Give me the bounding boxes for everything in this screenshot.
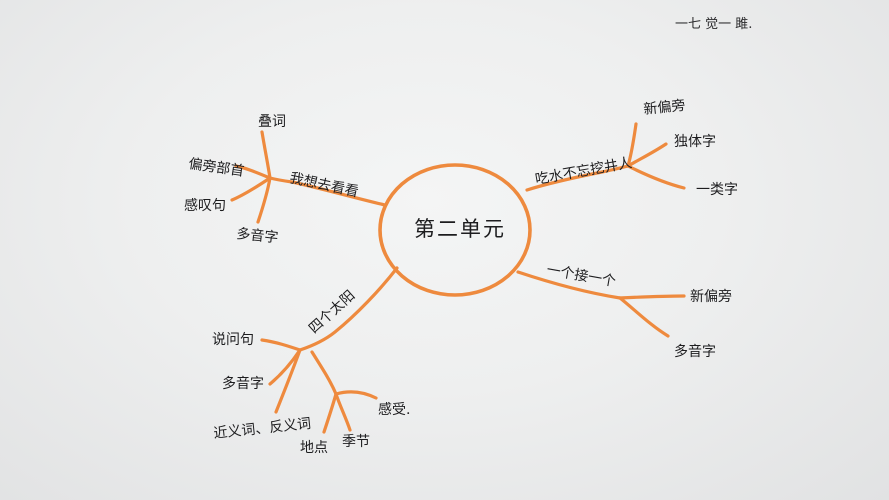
branch-bottom-left-line — [298, 266, 399, 352]
leaf-label-xinpianpang-r: 新偏旁 — [690, 288, 732, 305]
center-node-circle — [378, 163, 532, 297]
branch-right-label: 一个接一个 — [545, 261, 617, 290]
leaf-label-diecí: 叠词 — [258, 114, 286, 130]
leaf-line-yileizi — [626, 164, 686, 190]
leaf-label-ganshou: 感受. — [378, 401, 410, 418]
leaf-label-pianpang: 偏旁部首 — [187, 155, 245, 180]
leaf-line-gantanju — [230, 176, 272, 202]
leaf-line-didian — [322, 392, 338, 434]
leaf-line-duoyinzi-bl — [268, 348, 302, 386]
leaf-line-duoyinzi-tl — [256, 176, 272, 224]
leaf-label-dutizi: 独体字 — [674, 134, 716, 150]
leaf-label-gantanju: 感叹句 — [184, 197, 226, 214]
leaf-line-ganshou — [334, 390, 378, 400]
leaf-label-jinyici: 近义词、反义词 — [213, 416, 312, 442]
leaf-label-xinpianpang-tr: 新偏旁 — [643, 97, 687, 118]
leaf-label-duoyinzi-tl: 多音字 — [236, 225, 280, 246]
leaf-line-shuowenju — [260, 338, 302, 352]
center-node-label: 第二单元 — [414, 217, 506, 241]
leaf-label-didian: 地点 — [300, 440, 328, 456]
leaf-line-jijie — [334, 392, 352, 432]
branch-right-line — [516, 270, 622, 300]
branch-top-left-line — [268, 176, 387, 207]
leaf-line-jinyici — [274, 348, 302, 414]
leaf-label-shuowenju: 说问句 — [212, 332, 254, 348]
leaf-label-yileizi: 一类字 — [696, 182, 738, 198]
leaf-line-duoyinzi-r — [618, 296, 670, 338]
branch-top-left-label: 我想去看看 — [288, 170, 360, 200]
corner-note: 一七 觉一 雎. — [675, 17, 752, 32]
branch-bottom-left-label: 四个太阳 — [306, 288, 358, 337]
leaf-line-pianpang — [234, 164, 272, 180]
leaf-line-xinpianpang-tr — [626, 122, 638, 168]
leaf-label-jijie: 季节 — [342, 434, 370, 450]
branch-top-right-line — [525, 164, 630, 192]
leaf-label-duoyinzi-r: 多音字 — [674, 343, 716, 360]
leaf-label-duoyinzi-bl: 多音字 — [222, 375, 264, 392]
leaf-line-xinpianpang-r — [618, 294, 686, 300]
leaf-line-dutizi — [626, 142, 668, 168]
leaf-line-diecí — [260, 130, 272, 180]
leaf-line-sub-fork — [310, 350, 338, 396]
branch-top-right-label: 吃水不忘挖井人 — [534, 155, 633, 188]
